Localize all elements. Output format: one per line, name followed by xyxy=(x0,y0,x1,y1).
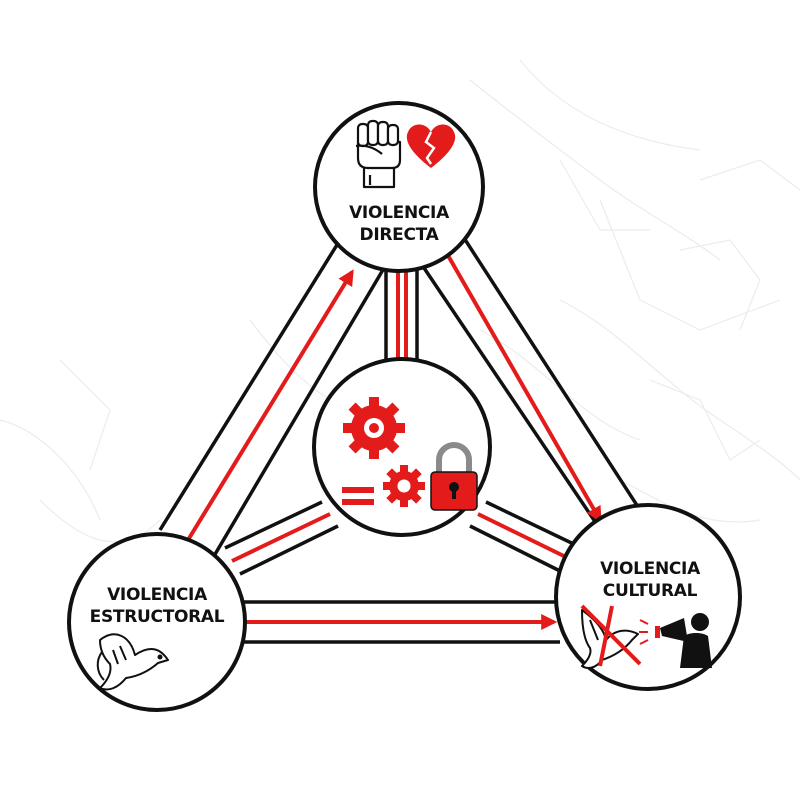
outer-edges xyxy=(158,237,642,644)
gears-icon xyxy=(343,397,425,507)
arrow-direct-to-cultural xyxy=(444,251,602,523)
raised-fist-icon xyxy=(355,119,402,189)
arrow-structural-to-direct xyxy=(186,269,354,542)
node-label-cultural-line2: CULTURAL xyxy=(603,581,698,601)
node-label-structural-line2: ESTRUCTORAL xyxy=(90,607,225,627)
node-violencia-directa: VIOLENCIA DIRECTA xyxy=(313,101,485,273)
padlock-icon xyxy=(430,442,478,511)
broken-heart-icon xyxy=(406,124,456,168)
crossed-out-dove-icon xyxy=(580,604,642,669)
inner-spokes xyxy=(224,268,583,576)
node-violencia-cultural: VIOLENCIA CULTURAL xyxy=(554,503,742,691)
outer-arrows xyxy=(186,251,602,630)
node-label-cultural-line1: VIOLENCIA xyxy=(600,559,701,579)
node-violencia-estructoral: VIOLENCIA ESTRUCTORAL xyxy=(67,532,247,712)
center-node xyxy=(312,357,492,537)
equals-icon xyxy=(342,487,374,505)
node-label-direct-line1: VIOLENCIA xyxy=(349,203,450,223)
node-label-direct-line2: DIRECTA xyxy=(360,225,440,245)
node-label-structural-line1: VIOLENCIA xyxy=(107,585,208,605)
dove-icon xyxy=(96,633,169,691)
megaphone-person-icon xyxy=(639,613,712,668)
